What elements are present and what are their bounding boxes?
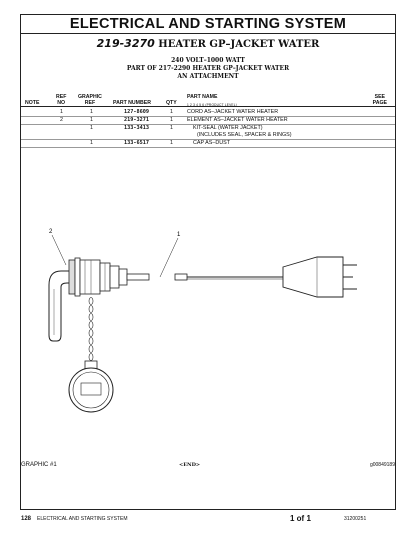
col-graphic-ref-line2: REF — [84, 99, 96, 106]
part-title: 219-3270 HEATER GP–JACKET WATER — [21, 37, 395, 50]
graphic-label: GRAPHIC #1 — [21, 462, 57, 468]
col-note: NOTE — [25, 100, 40, 106]
part-number: 133-6517 — [124, 140, 149, 146]
page-of: 1 of 1 — [290, 514, 311, 523]
col-part-number: PART NUMBER — [113, 100, 151, 106]
col-see-page-line1: SEE — [374, 94, 386, 100]
ref-no: 2 — [60, 117, 63, 123]
page-number: 128 — [21, 516, 32, 522]
col-ref-no-line2: NO — [57, 99, 66, 106]
callout-2: 2 — [49, 229, 53, 235]
graphic-ref: 1 — [90, 109, 93, 115]
qty: 1 — [170, 117, 173, 123]
col-part-name: PART NAME — [187, 94, 218, 100]
part-name-title: HEATER GP–JACKET WATER — [158, 39, 320, 50]
header-divider — [21, 106, 395, 107]
col-ref-no: REF NO — [56, 94, 67, 106]
part-name: KIT-SEAL (WATER JACKET) — [193, 125, 263, 131]
info-line-part-of: PART OF 217-2290 HEATER GP–JACKET WATER — [126, 65, 290, 72]
callout-1: 1 — [177, 232, 181, 238]
heater-illustration: 2 1 — [48, 229, 357, 413]
part-number-title: 219-3270 — [96, 37, 155, 50]
qty: 1 — [170, 109, 173, 115]
part-number: 219-3271 — [124, 117, 149, 123]
col-see-page: SEE PAGE — [372, 94, 387, 106]
part-name: (INCLUDES SEAL, SPACER & RINGS) — [197, 132, 292, 138]
qty: 1 — [170, 140, 173, 146]
qty: 1 — [170, 125, 173, 131]
graphic-id: g00849189 — [369, 462, 395, 468]
heater-element — [48, 270, 71, 342]
col-graphic-ref: GRAPHIC REF — [78, 94, 102, 106]
graphic-ref: 1 — [90, 140, 93, 146]
col-ref-no-line1: REF — [56, 94, 67, 100]
leader-line — [51, 234, 67, 266]
part-number: 127-8609 — [124, 109, 149, 115]
page-frame: ELECTRICAL AND STARTING SYSTEM 219-3270 … — [20, 14, 396, 510]
part-name: CAP AS–DUST — [193, 140, 231, 146]
heater-body — [68, 257, 128, 297]
col-qty: QTY — [166, 100, 177, 106]
part-name: CORD AS–JACKET WATER HEATER — [187, 109, 279, 115]
graphic-ref: 1 — [90, 117, 93, 123]
leader-line — [159, 237, 179, 278]
page-section-label: ELECTRICAL AND STARTING SYSTEM — [37, 516, 128, 522]
row-divider — [21, 124, 395, 125]
part-number: 133-3413 — [124, 125, 149, 131]
dust-cap-icon — [68, 360, 114, 413]
info-line-attachment: AN ATTACHMENT — [177, 73, 239, 80]
col-graphic-ref-line1: GRAPHIC — [78, 94, 102, 100]
row-divider — [21, 147, 395, 148]
doc-id: 31200251 — [344, 516, 367, 522]
part-name: ELEMENT AS–JACKET WATER HEATER — [187, 117, 288, 123]
ref-no: 1 — [60, 109, 63, 115]
row-divider — [21, 116, 395, 117]
plug-icon — [282, 256, 357, 298]
section-title: ELECTRICAL AND STARTING SYSTEM — [21, 15, 395, 34]
heater-cord — [126, 273, 283, 281]
info-line-voltage: 240 VOLT–1000 WATT — [171, 57, 245, 64]
col-see-page-line2: PAGE — [372, 99, 387, 106]
graphic-ref: 1 — [90, 125, 93, 131]
chain-icon — [88, 297, 94, 361]
end-marker: <END> — [179, 462, 201, 468]
col-product-levels: 1 2 3 4 5 6 (PRODUCT LEVEL) — [187, 103, 237, 107]
row-divider — [21, 139, 395, 140]
